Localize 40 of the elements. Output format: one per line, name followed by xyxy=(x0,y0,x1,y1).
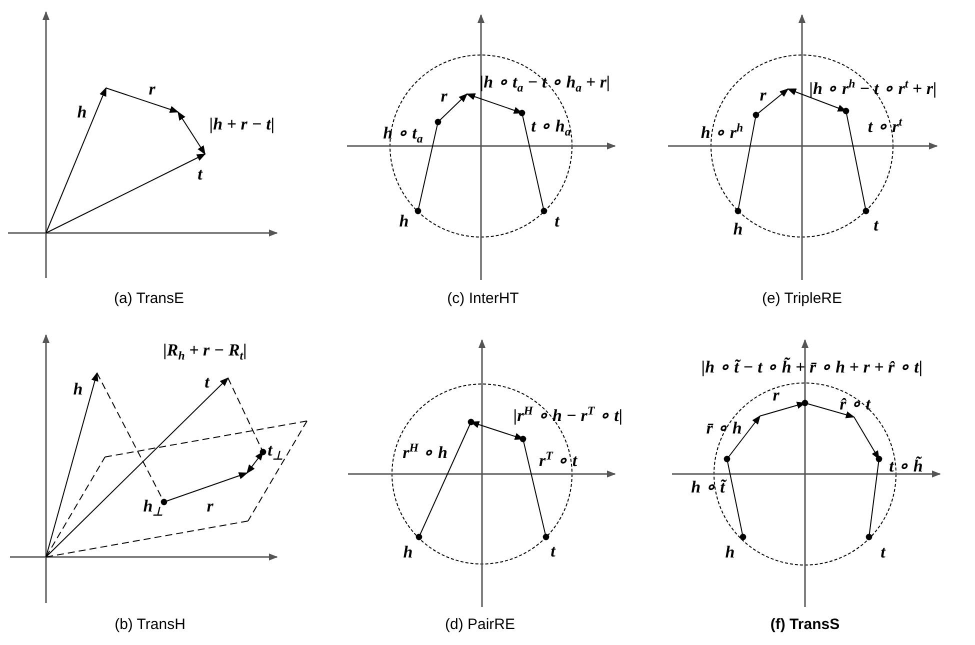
math-label: h ∘ t̃ xyxy=(691,478,725,498)
math-label: t xyxy=(554,212,560,232)
math-label: t ∘ h̃ xyxy=(889,458,923,476)
panel-caption: (e) TripleRE xyxy=(762,290,842,308)
math-label: r xyxy=(440,88,448,106)
panel-caption: (c) InterHT xyxy=(447,290,519,308)
math-label: r̄ ∘ h xyxy=(706,420,742,438)
math-label: r$^{H}$ ∘ h xyxy=(402,441,448,463)
math-label: t ∘ h$_{a}$ xyxy=(531,117,571,139)
math-label: t ∘ r$^{t}$ xyxy=(868,115,902,137)
math-label: h xyxy=(77,104,87,122)
math-label: t xyxy=(874,216,878,236)
math-label: t xyxy=(198,166,202,184)
panel-caption: (f) TransS xyxy=(770,616,840,634)
math-label: r xyxy=(772,386,780,406)
math-label: h$_{⊥}$ xyxy=(143,497,163,519)
math-label: |h ∘ r$^{h}$ − t ∘ r$^{t}$ + r| xyxy=(809,77,937,99)
math-label: |h ∘ t̃ − t ∘ h̃ + r̄ ∘ h + r + r̂ ∘ t| xyxy=(701,358,923,378)
math-label: t xyxy=(204,374,210,392)
panel-caption: (b) TransH xyxy=(114,616,186,634)
math-label: h xyxy=(399,212,409,232)
math-label: r$^{T}$ ∘ t xyxy=(538,449,578,471)
math-label: r xyxy=(148,80,156,100)
math-label: h xyxy=(733,220,743,240)
math-label: h ∘ r$^{h}$ xyxy=(700,121,744,143)
math-label: h xyxy=(73,380,83,400)
math-label: h ∘ t$_{a}$ xyxy=(383,124,423,146)
math-label: t xyxy=(550,542,556,562)
math-label: |h + r − t| xyxy=(209,116,275,134)
math-label: |r$^{H}$ ∘ h − r$^{T}$ ∘ t| xyxy=(513,404,623,426)
math-label: t xyxy=(880,544,886,562)
math-label: h xyxy=(725,544,735,562)
math-label: r xyxy=(760,86,766,106)
math-label: r̂ ∘ t xyxy=(840,396,870,414)
panel-caption: (a) TransE xyxy=(114,290,184,308)
math-label: r xyxy=(206,498,214,516)
panel-caption: (d) PairRE xyxy=(445,616,515,634)
math-label: |R$_{h}$ + r − R$_{t}$| xyxy=(163,341,247,363)
math-label: t$_{⊥}$ xyxy=(268,441,282,463)
math-label: h xyxy=(403,544,413,562)
